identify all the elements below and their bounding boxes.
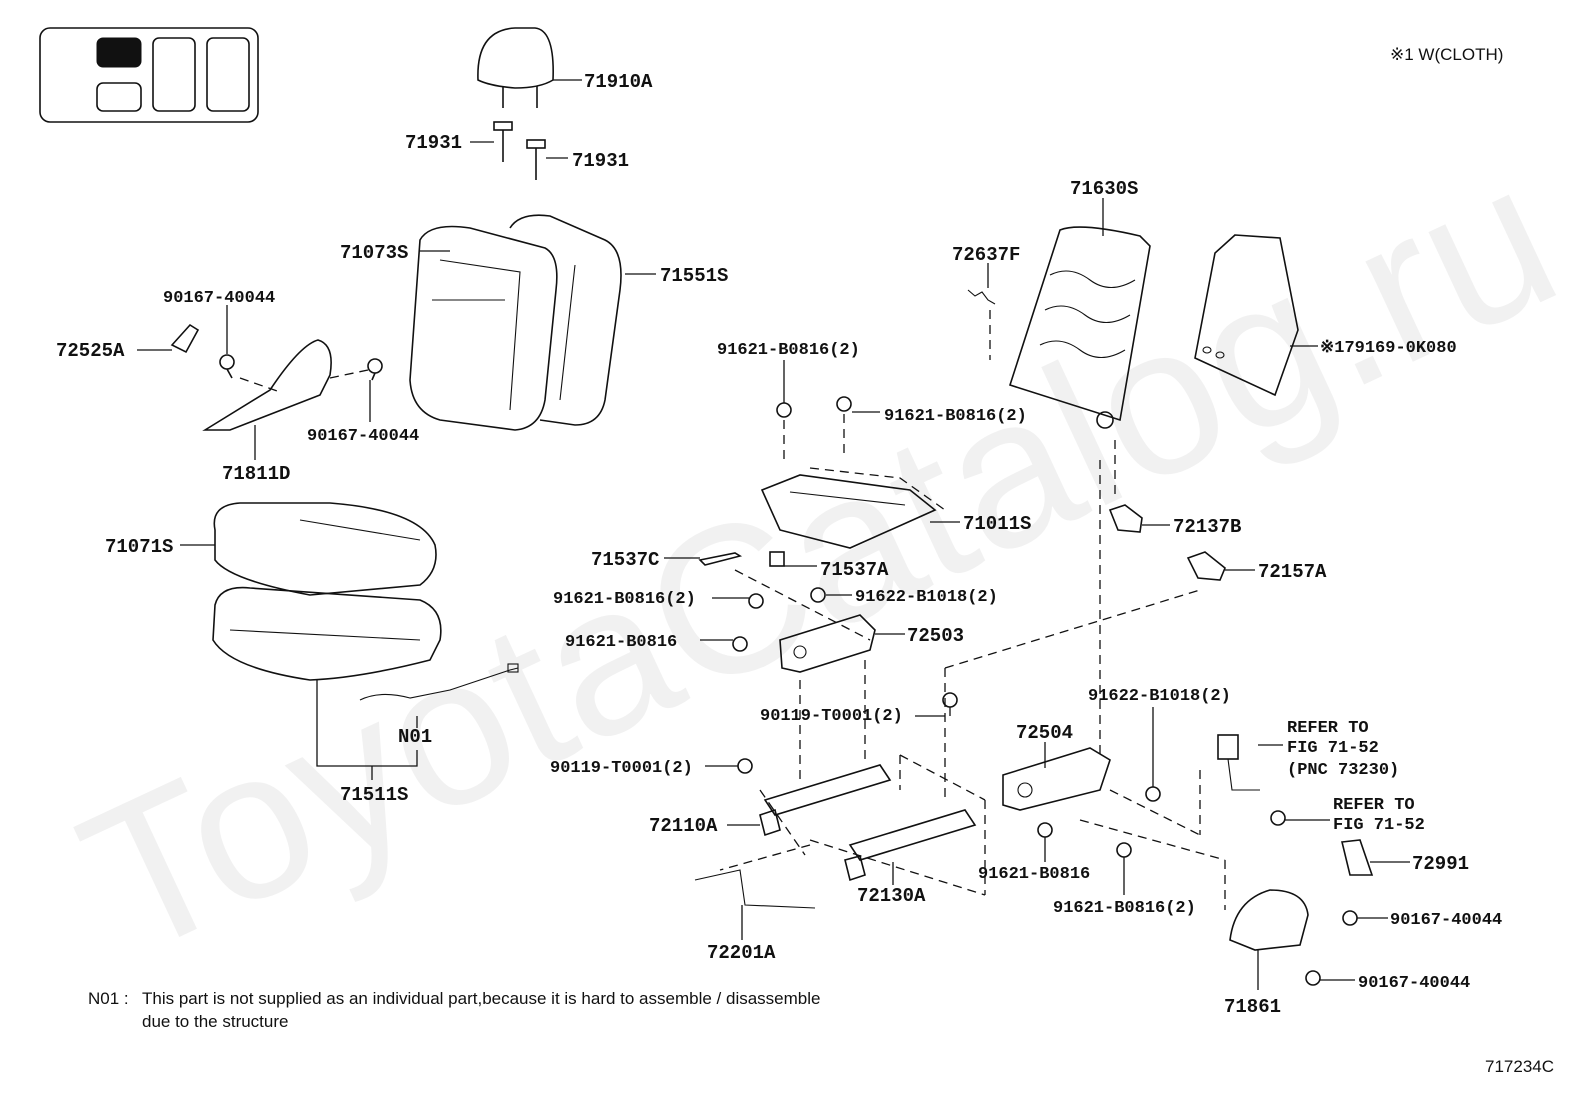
part-label-90167-40044[interactable]: 90167-40044 — [1390, 911, 1502, 930]
part-label-71811D[interactable]: 71811D — [222, 463, 290, 485]
cushion-pad-part[interactable] — [212, 586, 442, 681]
part-label-91621-B0816[interactable]: 91621-B0816(2) — [1053, 899, 1196, 918]
recliner-cover-part[interactable] — [202, 339, 332, 431]
part-label-91622-B1018[interactable]: 91622-B1018(2) — [855, 588, 998, 607]
footnote-code: N01 : — [88, 989, 129, 1008]
screw-part[interactable] — [1342, 910, 1358, 926]
seat-harness-part[interactable] — [359, 663, 519, 701]
part-label-72201A[interactable]: 72201A — [707, 942, 776, 964]
part-label-72504[interactable]: 72504 — [1016, 722, 1073, 744]
back-panel-part[interactable] — [1194, 234, 1299, 397]
bracket-cover-part[interactable] — [1108, 504, 1143, 533]
part-label-71861[interactable]: 71861 — [1224, 996, 1281, 1018]
refer-note-line[interactable]: FIG 71-52 — [1333, 816, 1425, 835]
part-label-71073S[interactable]: 71073S — [340, 242, 408, 264]
seat-locator-icon — [39, 27, 259, 123]
part-label-90167-40044[interactable]: 90167-40044 — [1358, 974, 1470, 993]
screw-part[interactable] — [1305, 970, 1321, 986]
seat-frame-part[interactable] — [760, 467, 946, 549]
header-note: ※1 W(CLOTH) — [1390, 45, 1503, 64]
part-label-71071S[interactable]: 71071S — [105, 536, 173, 558]
watermark: ToyotaCatalog.ru — [50, 117, 1588, 1001]
footnote-line: This part is not supplied as an individu… — [142, 989, 820, 1008]
part-label-90119-T0001[interactable]: 90119-T0001(2) — [760, 707, 903, 726]
part-label-72130A[interactable]: 72130A — [857, 885, 926, 907]
seat-track-part[interactable] — [759, 764, 892, 837]
part-label-90167-40044[interactable]: 90167-40044 — [307, 427, 419, 446]
refer-note-line: REFER TO — [1333, 796, 1415, 815]
seatback-frame-part[interactable] — [1008, 226, 1151, 429]
bolt-part[interactable] — [1145, 786, 1161, 802]
recliner-cover-part[interactable] — [1229, 889, 1309, 951]
footnote-line: due to the structure — [142, 1012, 288, 1031]
refer-note-line: REFER TO — [1287, 719, 1369, 738]
part-label-90119-T0001[interactable]: 90119-T0001(2) — [550, 759, 693, 778]
part-label-91621-B0816[interactable]: 91621-B0816 — [565, 633, 677, 652]
part-label-72157A[interactable]: 72157A — [1258, 561, 1327, 583]
seatback-pad-part[interactable] — [509, 214, 622, 426]
frame-pad-part[interactable] — [698, 552, 743, 566]
part-label-71011S[interactable]: 71011S — [963, 513, 1031, 535]
part-label-91622-B1018[interactable]: 91622-B1018(2) — [1088, 687, 1231, 706]
part-label-91621-B0816[interactable]: 91621-B0816(2) — [884, 407, 1027, 426]
seat-belt-buckle-part[interactable] — [1217, 734, 1260, 791]
seat-track-part[interactable] — [844, 809, 977, 882]
frame-pad-part[interactable] — [769, 551, 785, 567]
wire-part[interactable] — [694, 869, 816, 909]
part-label-91621-B0816[interactable]: 91621-B0816(2) — [717, 341, 860, 360]
part-label-91621-B0816[interactable]: 91621-B0816(2) — [553, 590, 696, 609]
bolt-part[interactable] — [810, 587, 826, 603]
screw-part[interactable] — [219, 354, 235, 379]
part-label-71511S[interactable]: 71511S — [340, 784, 408, 806]
part-label-72503[interactable]: 72503 — [907, 625, 964, 647]
recliner-bracket-part[interactable] — [1002, 747, 1111, 811]
part-label-N01[interactable]: N01 — [398, 726, 432, 748]
part-label-72637F[interactable]: 72637F — [952, 244, 1020, 266]
cushion-cover-part[interactable] — [213, 502, 437, 596]
headrest-guide-part[interactable] — [493, 121, 546, 180]
refer-note-line[interactable]: FIG 71-52 — [1287, 739, 1379, 758]
bolt-part[interactable] — [1116, 842, 1132, 858]
bolt-part[interactable] — [748, 593, 764, 609]
part-label-72525A[interactable]: 72525A — [56, 340, 125, 362]
bolt-part[interactable] — [776, 402, 792, 418]
part-label-90167-40044[interactable]: 90167-40044 — [163, 289, 275, 308]
part-label-71537A[interactable]: 71537A — [820, 559, 889, 581]
part-label-71551S[interactable]: 71551S — [660, 265, 728, 287]
part-label-71931[interactable]: 71931 — [572, 150, 629, 172]
spring-part[interactable] — [967, 289, 996, 305]
part-label-179169-0K080[interactable]: ※179169-0K080 — [1320, 339, 1457, 358]
bracket-cover-part[interactable] — [1186, 551, 1226, 581]
bolt-part[interactable] — [836, 396, 852, 412]
headrest-part[interactable] — [477, 27, 554, 108]
figure-code: 717234C — [1485, 1057, 1554, 1076]
part-label-91621-B0816[interactable]: 91621-B0816 — [978, 865, 1090, 884]
part-label-71630S[interactable]: 71630S — [1070, 178, 1138, 200]
anchor-cover-part[interactable] — [1341, 839, 1374, 876]
part-label-72137B[interactable]: 72137B — [1173, 516, 1241, 538]
seatback-cover-part[interactable] — [409, 225, 558, 431]
part-label-71537C[interactable]: 71537C — [591, 549, 659, 571]
part-label-72991[interactable]: 72991 — [1412, 853, 1469, 875]
part-label-71931[interactable]: 71931 — [405, 132, 462, 154]
bolt-part[interactable] — [1037, 822, 1053, 838]
recliner-bracket-part[interactable] — [779, 614, 876, 673]
refer-note-line: (PNC 73230) — [1287, 761, 1399, 780]
bolt-part[interactable] — [737, 758, 753, 774]
screw-part[interactable] — [367, 358, 383, 381]
bolt-part[interactable] — [732, 636, 748, 652]
part-label-71910A[interactable]: 71910A — [584, 71, 653, 93]
part-label-72110A[interactable]: 72110A — [649, 815, 718, 837]
nut-part[interactable] — [1270, 810, 1286, 826]
cover-clip-part[interactable] — [170, 323, 200, 354]
